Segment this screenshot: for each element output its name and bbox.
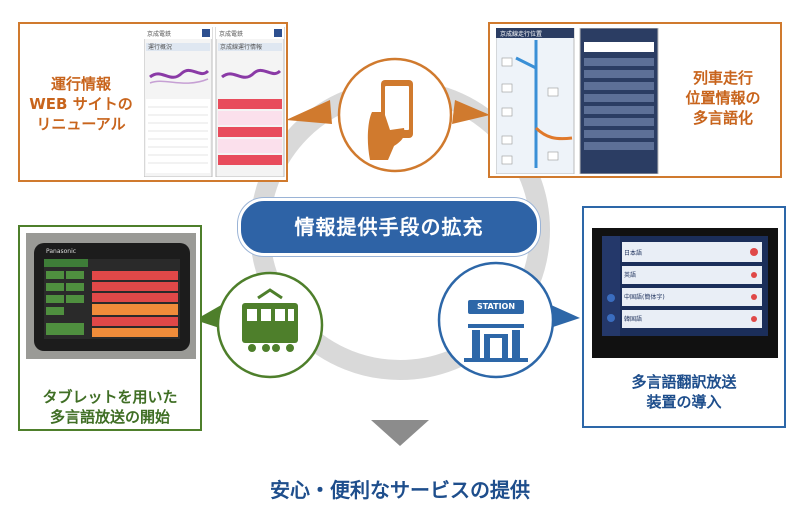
translation-device-photo: 日本語 英語 中国語(簡体字) 韓国語 [592,228,778,358]
smartphone-hand-icon [367,80,413,160]
down-arrow-icon [371,420,429,446]
tablet-brand: Panasonic [46,248,76,255]
tablet-photo: Panasonic [26,233,196,359]
footer-label: 安心・便利なサービスの提供 [270,478,530,502]
web-site-screenshot: 京成電鉄 京成電鉄 運行概況 京成線運行情報 [144,27,285,177]
location-title: 京成線走行位置 [500,30,542,38]
train-icon [242,288,298,352]
translation-row-3: 中国語(簡体字) [624,293,665,301]
connector-web [286,100,332,124]
center-label: 情報提供手段の拡充 [238,198,540,256]
station-icon [464,300,528,362]
label-web-site: 運行情報 WEB サイトの リニューアル [29,75,133,133]
connector-location [452,100,490,124]
label-train-location: 列車走行 位置情報の 多言語化 [685,69,761,127]
circle-right [437,261,555,379]
box-web-site: 運行情報 WEB サイトの リニューアル [18,22,288,182]
box-translation-device: 日本語 英語 中国語(簡体字) 韓国語 多言語翻訳放送 装置の導入 [582,206,786,428]
web-tab-left: 運行概況 [148,43,172,51]
web-logo-left: 京成電鉄 [147,30,171,38]
translation-row-2: 英語 [624,271,636,279]
label-translation-device: 多言語翻訳放送 装置の導入 [631,373,737,411]
translation-row-1: 日本語 [624,249,642,257]
web-logo-right: 京成電鉄 [219,30,243,38]
box-tablet: Panasonic タブレットを用いた 多言語放送の開始 [18,225,202,431]
train-location-screenshot: 京成線走行位置 [496,28,659,174]
translation-row-4: 韓国語 [624,315,642,323]
station-sign-text: STATION [476,302,516,311]
label-tablet: タブレットを用いた 多言語放送の開始 [42,388,178,426]
box-train-location: 京成線走行位置 列車走行 位置情報の 多言語化 [488,22,782,178]
web-tab-right: 京成線運行情報 [220,43,262,51]
